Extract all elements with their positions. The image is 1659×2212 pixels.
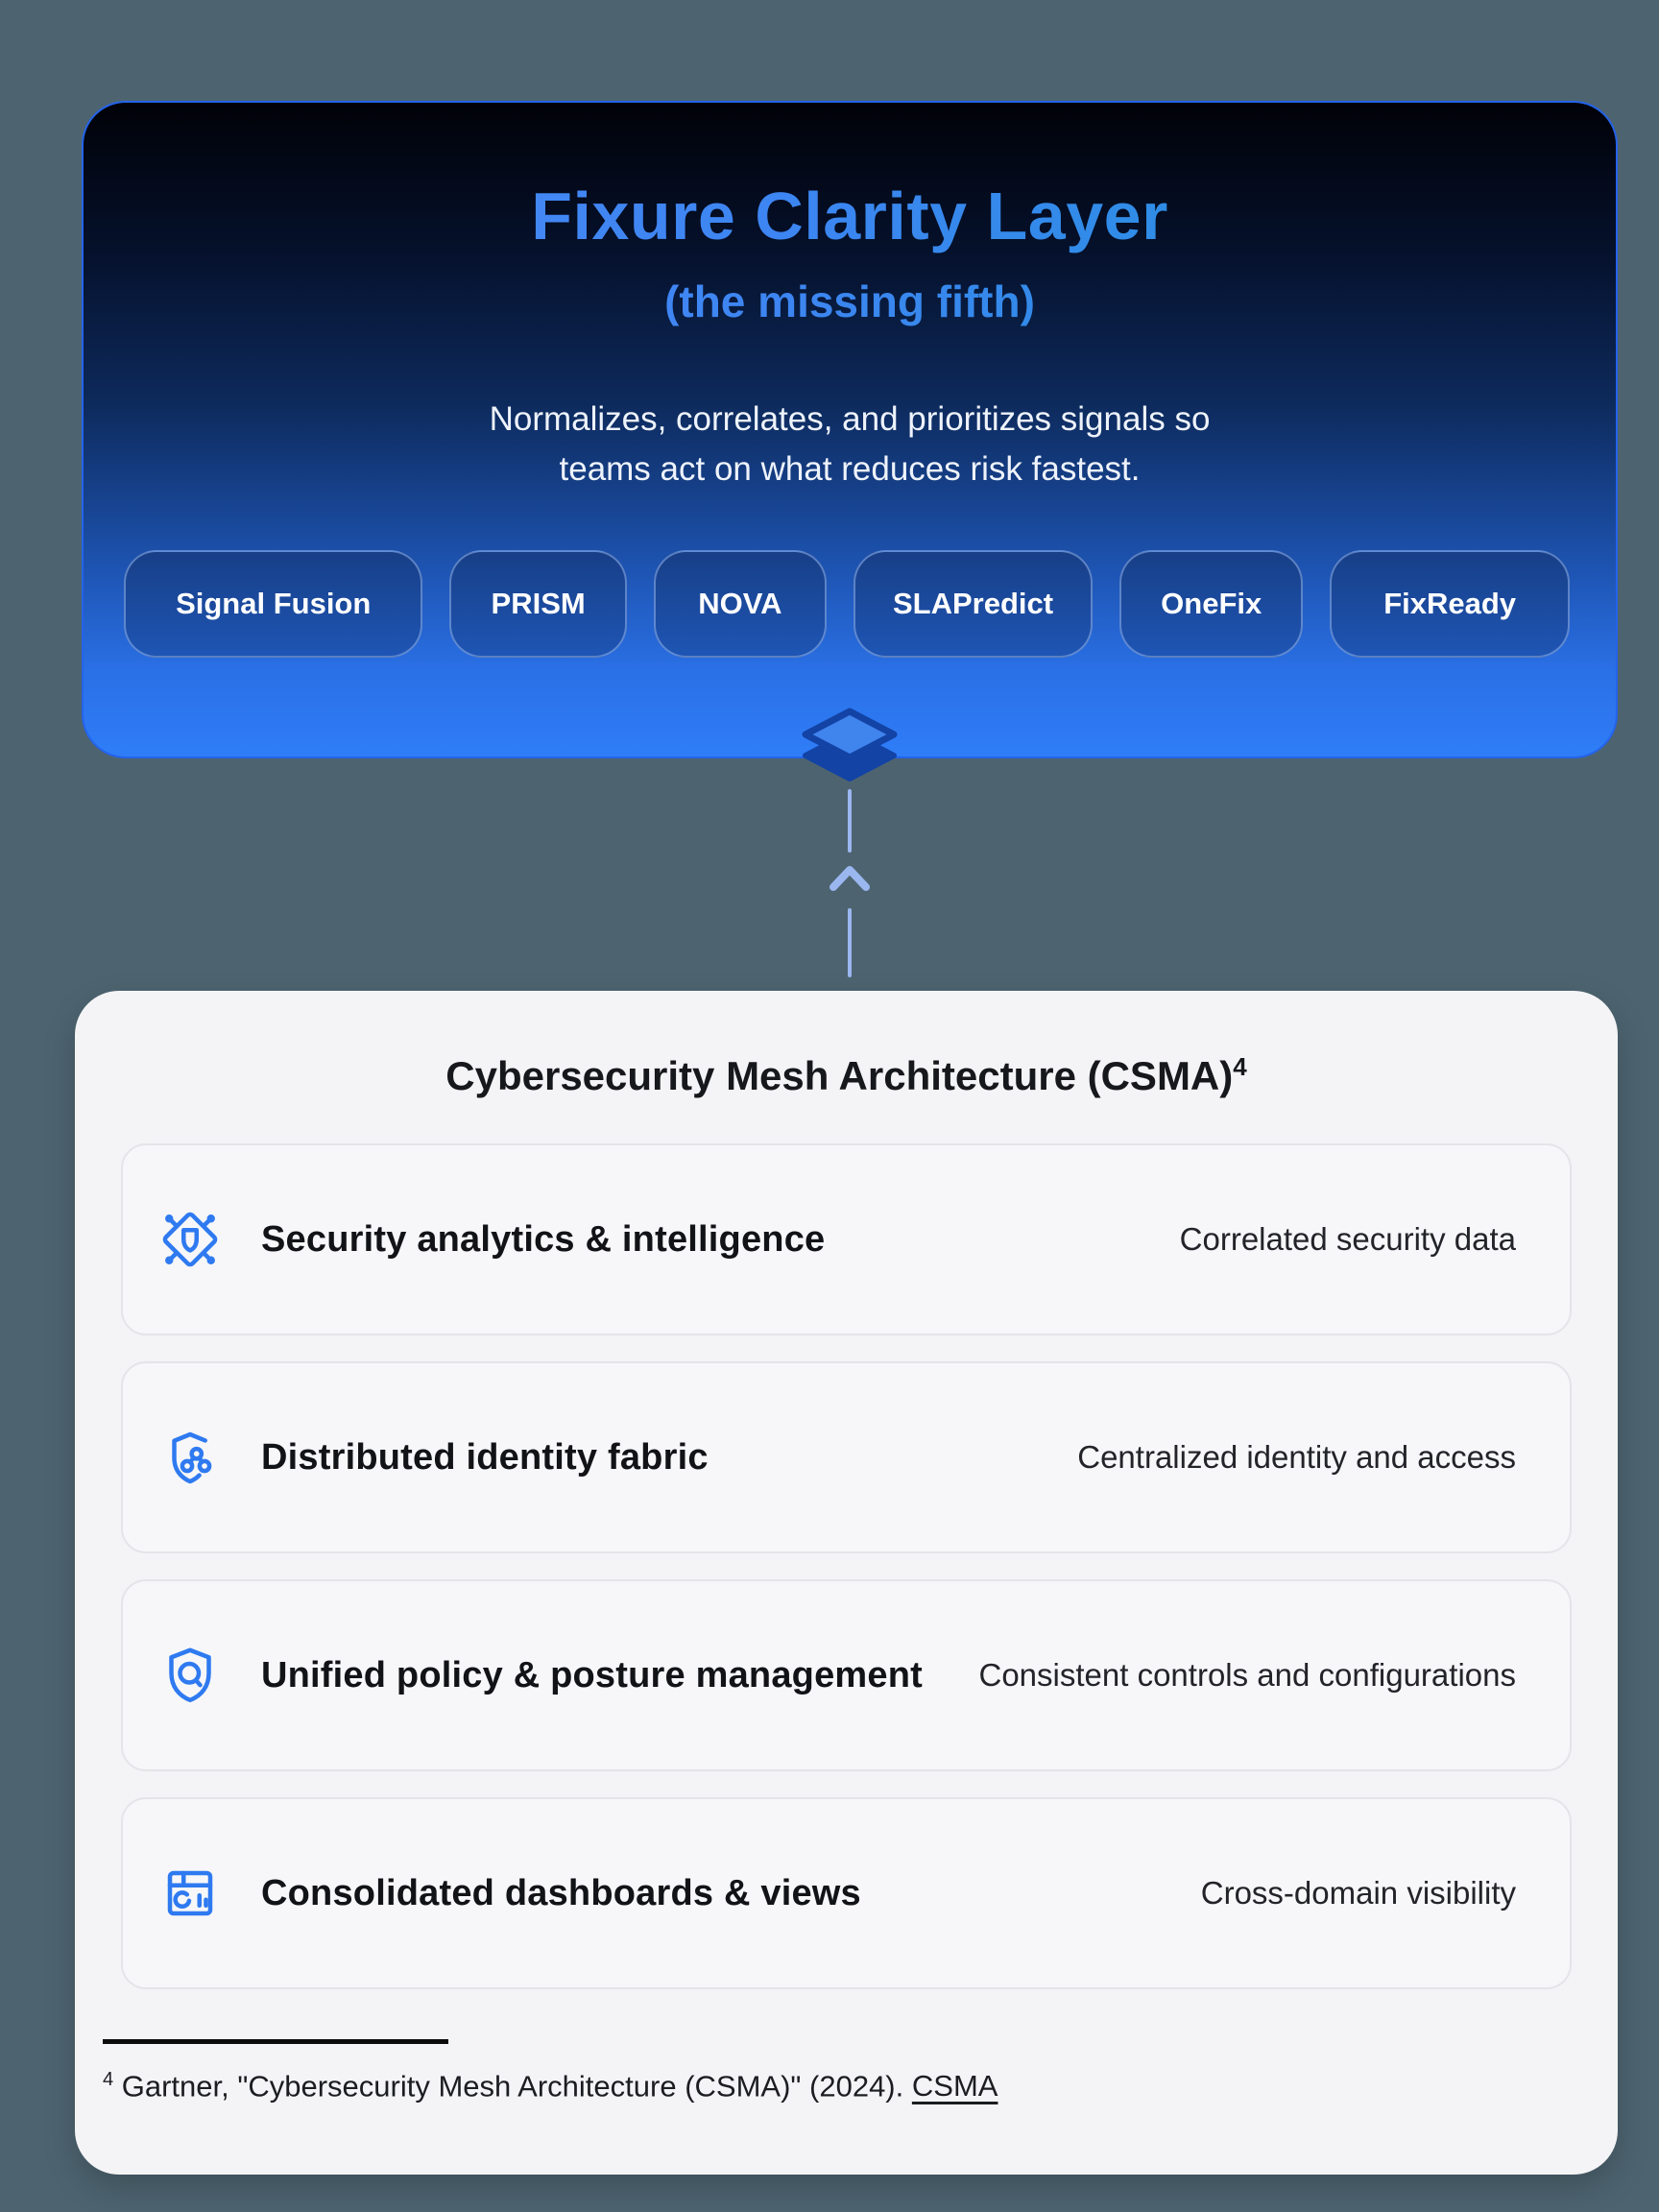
connector-line-top: [848, 789, 852, 853]
pill-nova: NOVA: [653, 550, 827, 658]
row-value: Correlated security data: [1179, 1221, 1516, 1257]
csma-row-security-analytics: Security analytics & intelligence Correl…: [121, 1143, 1572, 1335]
layers-diamond-icon: [802, 708, 898, 781]
product-pills-row: Signal Fusion PRISM NOVA SLAPredict OneF…: [124, 550, 1571, 658]
clarity-card-title: Fixure Clarity Layer: [84, 103, 1616, 254]
csma-row-policy-posture: Unified policy & posture management Cons…: [121, 1579, 1572, 1771]
dashboard-chart-icon: [167, 1870, 213, 1916]
row-label: Consolidated dashboards & views: [261, 1872, 861, 1913]
shield-search-icon: [169, 1647, 211, 1703]
csma-row-dashboards: Consolidated dashboards & views Cross-do…: [121, 1797, 1572, 1989]
clarity-card-subtitle: (the missing fifth): [84, 276, 1616, 327]
connector-line-bottom: [848, 908, 852, 977]
row-label: Distributed identity fabric: [261, 1436, 709, 1478]
pill-prism: PRISM: [449, 550, 627, 658]
csma-title-text: Cybersecurity Mesh Architecture (CSMA): [445, 1053, 1234, 1098]
pill-fixready: FixReady: [1330, 550, 1571, 658]
description-line-1: Normalizes, correlates, and prioritizes …: [489, 400, 1211, 438]
csma-rows: Security analytics & intelligence Correl…: [121, 1143, 1572, 1989]
csma-row-identity-fabric: Distributed identity fabric Centralized …: [121, 1361, 1572, 1553]
csma-card: Cybersecurity Mesh Architecture (CSMA)4: [75, 991, 1618, 2175]
clarity-layer-card: Fixure Clarity Layer (the missing fifth)…: [82, 101, 1618, 758]
row-label: Unified policy & posture management: [261, 1654, 923, 1695]
description-line-2: teams act on what reduces risk fastest.: [559, 450, 1141, 488]
shield-network-icon: [172, 1431, 212, 1484]
footnote-citation: Gartner, "Cybersecurity Mesh Architectur…: [121, 2069, 904, 2104]
pill-signal-fusion: Signal Fusion: [124, 550, 423, 658]
pill-onefix: OneFix: [1119, 550, 1304, 658]
footnote-superscript: 4: [103, 2069, 114, 2090]
row-label: Security analytics & intelligence: [261, 1218, 826, 1260]
footnote: 4 Gartner, "Cybersecurity Mesh Architect…: [103, 2039, 1572, 2104]
footnote-divider: [103, 2039, 448, 2044]
csma-link[interactable]: CSMA: [911, 2069, 998, 2104]
diamond-shield-nodes-icon: [162, 1212, 218, 1267]
csma-title-superscript: 4: [1233, 1052, 1247, 1081]
chevron-up-icon: [830, 866, 870, 891]
pill-slapredict: SLAPredict: [853, 550, 1094, 658]
row-value: Consistent controls and configurations: [978, 1657, 1517, 1693]
csma-title: Cybersecurity Mesh Architecture (CSMA)4: [121, 1052, 1572, 1099]
row-value: Cross-domain visibility: [1200, 1875, 1516, 1911]
clarity-card-description: Normalizes, correlates, and prioritizes …: [84, 395, 1616, 494]
row-value: Centralized identity and access: [1077, 1439, 1516, 1475]
footnote-text: 4 Gartner, "Cybersecurity Mesh Architect…: [103, 2069, 1572, 2104]
